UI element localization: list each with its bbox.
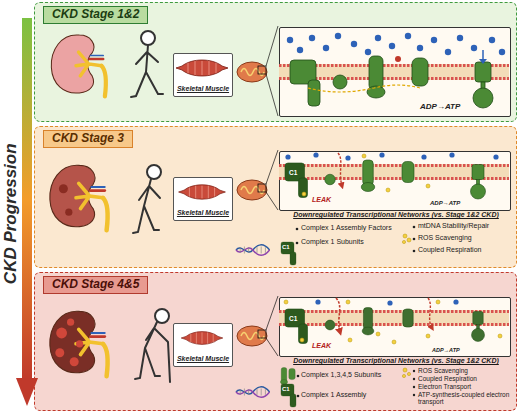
muscle-caption: Skeletal Muscle <box>174 355 232 363</box>
muscle-caption: Skeletal Muscle <box>174 85 232 93</box>
reaction-label: ADP→ATP <box>420 102 460 111</box>
complex-tag: C1 <box>282 386 290 393</box>
mito-zoom-box: C1LEAK ADP→ATP <box>279 151 511 211</box>
muscle-caption: Skeletal Muscle <box>174 209 232 217</box>
leak-label: LEAK <box>312 196 331 204</box>
pathway-item: ROS Scavenging <box>418 367 468 374</box>
stage-heading: CKD Stage 1&2 <box>43 6 148 24</box>
pathway-item: Complex 1 Subunits <box>301 238 364 246</box>
pathway-item: Complex 1,3,4,5 Subunits <box>301 371 381 379</box>
axis-title: CKD Progression <box>1 64 21 364</box>
pathway-item: Complex 1 Assembly <box>301 391 366 399</box>
pathway-item: ATP-synthesis-coupled electron transport <box>418 391 514 406</box>
complex-tag: C1 <box>282 244 290 251</box>
network-heading: Downregulated Transcriptional Networks (… <box>280 211 512 219</box>
pathway-item: Electron Transport <box>418 383 471 390</box>
reaction-label: ADP→ATP <box>430 200 460 207</box>
muscle-box: Skeletal Muscle <box>173 177 233 221</box>
leak-label: LEAK <box>312 342 331 350</box>
stage-heading: CKD Stage 3 <box>43 130 133 148</box>
stage-band: CKD Stage 4&5Skeletal MuscleC1LEAKADP→AT… <box>34 272 517 411</box>
pathway-item: Coupled Respiration <box>418 375 477 382</box>
stage-band: CKD Stage 1&2Skeletal MuscleADP→ATP <box>34 2 517 122</box>
complex-tag: C1 <box>289 169 297 176</box>
reaction-label: ADP→ATP <box>432 347 460 353</box>
pathway-item: ROS Scavenging <box>418 234 472 242</box>
pathway-item: Complex 1 Assembly Factors <box>301 224 392 232</box>
mito-zoom-box: C1LEAK ADP→ATP <box>279 297 511 357</box>
muscle-box: Skeletal Muscle <box>173 323 233 367</box>
network-heading: Downregulated Transcriptional Networks (… <box>280 357 512 365</box>
mito-zoom-box: ADP→ATP <box>279 27 511 117</box>
stage-heading: CKD Stage 4&5 <box>43 276 148 294</box>
pathway-item: mtDNA Stability/Repair <box>418 222 489 230</box>
complex-tag: C1 <box>289 315 297 322</box>
muscle-box: Skeletal Muscle <box>173 53 233 97</box>
pathway-item: Coupled Respiration <box>418 246 481 254</box>
